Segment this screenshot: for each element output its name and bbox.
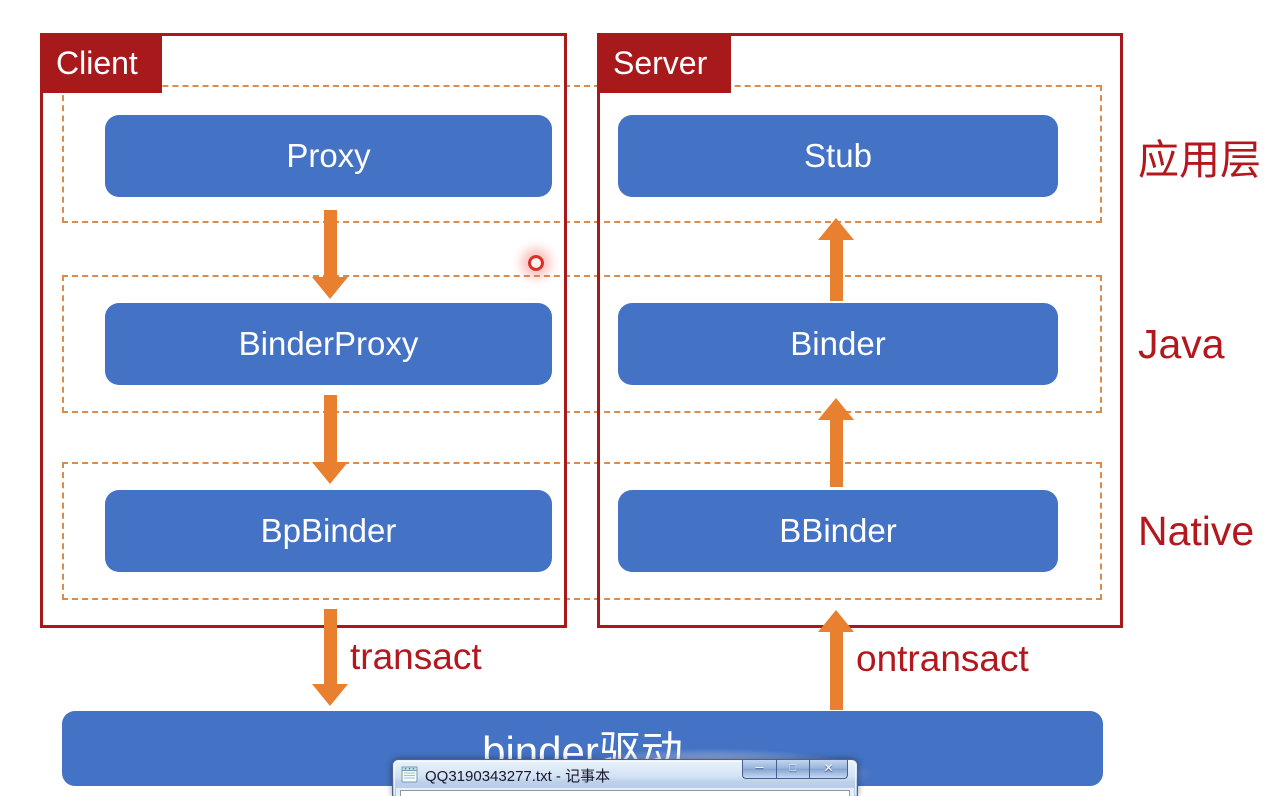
client-panel: [40, 33, 567, 628]
arrow-binderproxy-to-bpbinder-icon: [312, 395, 348, 484]
arrow-transact-icon: [312, 609, 348, 706]
box-bpbinder: BpBinder: [105, 490, 552, 572]
box-binder: Binder: [618, 303, 1058, 385]
server-panel: [597, 33, 1123, 628]
layer-band-native: [62, 462, 1102, 600]
arrow-head: [818, 610, 854, 632]
label-ontransact: ontransact: [856, 638, 1029, 679]
notepad-client-area: [396, 788, 854, 796]
box-stub: Stub: [618, 115, 1058, 197]
arrow-shaft: [323, 210, 337, 277]
box-proxy: Proxy: [105, 115, 552, 197]
cursor-highlight-dot: [528, 255, 544, 271]
box-stub-label: Stub: [804, 137, 872, 174]
arrow-shaft: [829, 420, 843, 487]
notepad-window-title: QQ3190343277.txt - 记事本: [425, 768, 611, 785]
arrow-head: [312, 462, 348, 484]
arrow-shaft: [829, 632, 843, 710]
close-button[interactable]: ✕: [810, 760, 848, 779]
row-label-native: Native: [1138, 507, 1255, 554]
layer-band-java: [62, 275, 1102, 413]
arrow-proxy-to-binderproxy-icon: [312, 210, 348, 299]
notepad-text-area[interactable]: [400, 790, 850, 796]
box-binderproxy: BinderProxy: [105, 303, 552, 385]
arrow-head: [312, 277, 348, 299]
box-proxy-label: Proxy: [286, 137, 371, 174]
client-panel-tag: Client: [40, 33, 162, 93]
arrow-ontransact-icon: [818, 610, 854, 710]
window-controls: ─ □ ✕: [742, 760, 848, 779]
box-binder-label: Binder: [790, 325, 886, 362]
notepad-window[interactable]: QQ3190343277.txt - 记事本 ─ □ ✕: [392, 759, 858, 796]
layer-band-app: [62, 85, 1102, 223]
arrow-head: [818, 218, 854, 240]
arrow-head: [312, 684, 348, 706]
label-transact: transact: [350, 636, 482, 677]
arrow-shaft: [829, 240, 843, 301]
arrow-bbinder-to-binder-icon: [818, 398, 854, 487]
arrow-binder-to-stub-icon: [818, 218, 854, 301]
minimize-button[interactable]: ─: [742, 760, 776, 779]
arrow-shaft: [323, 609, 337, 684]
server-panel-tag: Server: [597, 33, 732, 93]
row-label-java: Java: [1138, 320, 1225, 367]
notepad-titlebar[interactable]: QQ3190343277.txt - 记事本 ─ □ ✕: [393, 760, 857, 788]
arrow-shaft: [323, 395, 337, 462]
notepad-icon: [401, 766, 418, 783]
maximize-button[interactable]: □: [776, 760, 810, 779]
box-bpbinder-label: BpBinder: [260, 512, 397, 549]
box-bbinder: BBinder: [618, 490, 1058, 572]
row-label-app-layer: 应用层: [1138, 137, 1261, 183]
arrow-head: [818, 398, 854, 420]
server-panel-label: Server: [613, 45, 708, 81]
client-panel-label: Client: [56, 45, 138, 81]
box-binderproxy-label: BinderProxy: [238, 325, 419, 362]
box-bbinder-label: BBinder: [779, 512, 897, 549]
